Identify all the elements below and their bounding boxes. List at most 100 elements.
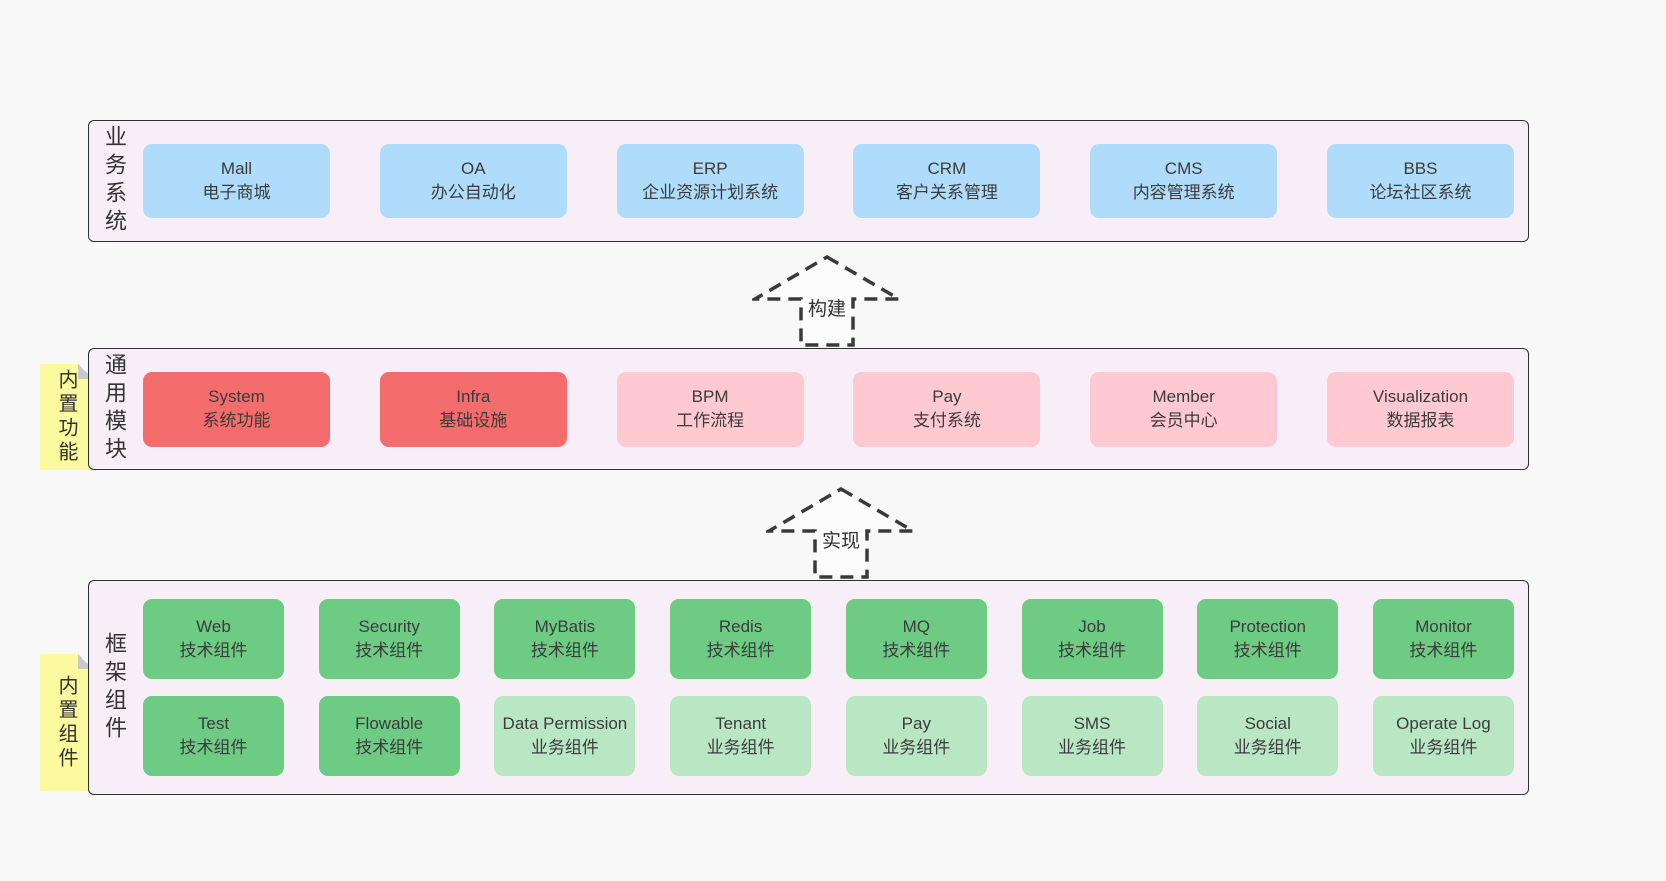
box-subtitle: 业务组件 [1409, 738, 1478, 757]
box-test: Test 技术组件 [143, 696, 284, 776]
layer-label-container: 通用模块 [89, 349, 139, 469]
box-title: BBS [1403, 158, 1438, 178]
common-boxes-row: System 系统功能 Infra 基础设施 BPM 工作流程 Pay 支付系统… [139, 349, 1528, 469]
box-subtitle: 电子商城 [202, 183, 271, 202]
box-erp: ERP 企业资源计划系统 [616, 144, 804, 218]
box-title: Tenant [715, 713, 767, 733]
box-pay: Pay 支付系统 [853, 371, 1041, 447]
box-title: Pay [901, 713, 931, 733]
box-title: CMS [1164, 158, 1203, 178]
box-subtitle: 技术组件 [179, 738, 248, 757]
box-title: Web [196, 616, 231, 636]
box-title: Monitor [1415, 616, 1472, 636]
box-mall: Mall 电子商城 [143, 144, 330, 218]
box-sms: SMS 业务组件 [1021, 696, 1163, 776]
box-title: Infra [456, 386, 491, 406]
box-title: Test [197, 713, 230, 733]
box-title: ERP [692, 158, 728, 178]
box-subtitle: 内容管理系统 [1132, 183, 1235, 202]
box-subtitle: 业务组件 [530, 738, 599, 757]
box-monitor: Monitor 技术组件 [1372, 599, 1514, 679]
layer-label-container: 框架组件 [89, 581, 139, 794]
box-subtitle: 技术组件 [882, 641, 951, 660]
box-subtitle: 技术组件 [530, 641, 599, 660]
box-subtitle: 技术组件 [355, 738, 424, 757]
box-operate-log: Operate Log 业务组件 [1372, 696, 1514, 776]
box-subtitle: 会员中心 [1149, 411, 1218, 430]
box-title: Flowable [355, 713, 424, 733]
box-cms: CMS 内容管理系统 [1090, 144, 1278, 218]
box-subtitle: 客户关系管理 [895, 183, 998, 202]
box-security: Security 技术组件 [318, 599, 460, 679]
box-tenant: Tenant 业务组件 [670, 696, 812, 776]
box-title: Mall [220, 158, 253, 178]
box-subtitle: 业务组件 [1233, 738, 1302, 757]
box-pay-component: Pay 业务组件 [845, 696, 987, 776]
layer-label-container: 业务系统 [89, 121, 139, 241]
box-system: System 系统功能 [143, 371, 330, 447]
box-title: OA [461, 158, 486, 178]
box-data-permission: Data Permission 业务组件 [494, 696, 636, 776]
box-title: Security [358, 616, 420, 636]
sticky-note-built-in-components: 内置组件 [40, 654, 93, 791]
box-title: CRM [927, 158, 967, 178]
box-title: MQ [902, 616, 930, 636]
box-protection: Protection 技术组件 [1197, 599, 1339, 679]
box-flowable: Flowable 技术组件 [318, 696, 460, 776]
box-subtitle: 业务组件 [882, 738, 951, 757]
box-subtitle: 技术组件 [355, 641, 424, 660]
box-subtitle: 企业资源计划系统 [642, 183, 779, 202]
box-subtitle: 技术组件 [1409, 641, 1478, 660]
box-subtitle: 技术组件 [1233, 641, 1302, 660]
box-title: Member [1152, 386, 1215, 406]
box-title: System [208, 386, 265, 406]
box-crm: CRM 客户关系管理 [853, 144, 1041, 218]
box-title: Redis [718, 616, 763, 636]
box-mybatis: MyBatis 技术组件 [494, 599, 636, 679]
box-social: Social 业务组件 [1197, 696, 1339, 776]
box-title: Social [1244, 713, 1291, 733]
layer-label: 通用模块 [102, 353, 127, 465]
box-subtitle: 数据报表 [1386, 411, 1455, 430]
arrow-implement: 实现 [762, 486, 920, 580]
sticky-note-built-in-features: 内置功能 [40, 364, 93, 470]
arrow-label: 实现 [818, 526, 864, 553]
box-title: MyBatis [534, 616, 596, 636]
box-title: SMS [1073, 713, 1111, 733]
box-subtitle: 办公自动化 [430, 183, 516, 202]
box-subtitle: 技术组件 [179, 641, 248, 660]
business-boxes-row: Mall 电子商城 OA 办公自动化 ERP 企业资源计划系统 CRM 客户关系… [139, 121, 1528, 241]
box-title: Visualization [1372, 386, 1469, 406]
box-subtitle: 业务组件 [1058, 738, 1127, 757]
box-web: Web 技术组件 [143, 599, 284, 679]
layer-common-modules: 通用模块 System 系统功能 Infra 基础设施 BPM 工作流程 Pay… [88, 348, 1529, 470]
box-member: Member 会员中心 [1090, 371, 1278, 447]
box-title: Pay [932, 386, 962, 406]
box-visualization: Visualization 数据报表 [1326, 371, 1514, 447]
box-subtitle: 工作流程 [676, 411, 745, 430]
box-subtitle: 业务组件 [706, 738, 775, 757]
sticky-note-label: 内置组件 [55, 674, 77, 771]
box-job: Job 技术组件 [1021, 599, 1163, 679]
box-subtitle: 支付系统 [912, 411, 981, 430]
box-title: Job [1078, 616, 1106, 636]
box-title: Data Permission [502, 713, 628, 733]
box-title: Protection [1229, 616, 1306, 636]
box-subtitle: 技术组件 [706, 641, 775, 660]
box-subtitle: 系统功能 [202, 411, 271, 430]
framework-boxes: Web 技术组件 Security 技术组件 MyBatis 技术组件 Redi… [139, 581, 1528, 794]
box-subtitle: 技术组件 [1058, 641, 1127, 660]
framework-row-2: Test 技术组件 Flowable 技术组件 Data Permission … [143, 696, 1514, 776]
layer-label: 业务系统 [102, 125, 127, 237]
box-subtitle: 论坛社区系统 [1369, 183, 1472, 202]
arrow-label: 构建 [804, 294, 850, 321]
sticky-note-label: 内置功能 [55, 369, 77, 465]
box-subtitle: 基础设施 [439, 411, 508, 430]
box-title: BPM [691, 386, 729, 406]
layer-label: 框架组件 [102, 631, 127, 744]
box-redis: Redis 技术组件 [670, 599, 812, 679]
framework-row-1: Web 技术组件 Security 技术组件 MyBatis 技术组件 Redi… [143, 599, 1514, 679]
box-infra: Infra 基础设施 [379, 371, 567, 447]
box-title: Operate Log [1396, 713, 1491, 733]
